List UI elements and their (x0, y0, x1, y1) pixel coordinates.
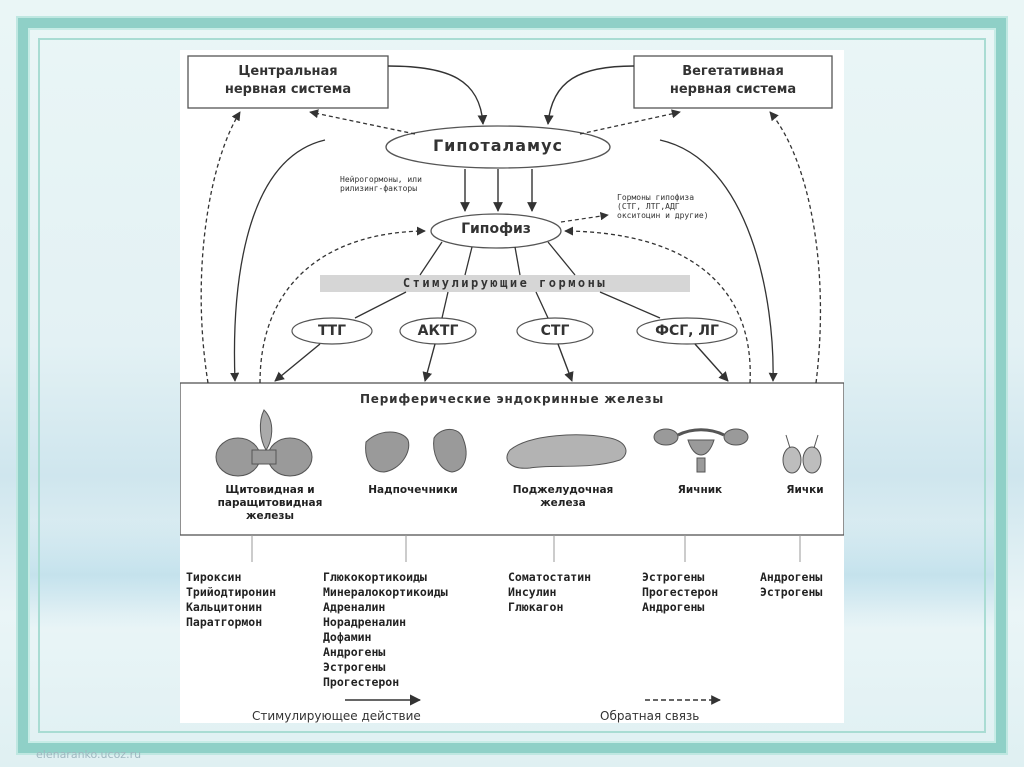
hormone-item: Паратгормон (186, 615, 263, 629)
cns-box (187, 55, 389, 109)
gland-label-thyroid: Щитовидная и паращитовидная железы (217, 484, 323, 522)
hormone-item: Соматостатин (508, 570, 592, 584)
hormone-item: Инсулин (508, 585, 557, 599)
ans-box (633, 55, 833, 109)
hormone-item: Эстрогены (323, 660, 386, 674)
hormone-item: Дофамин (323, 630, 372, 644)
adrenal-icon (365, 429, 467, 473)
hypothalamus-oval (385, 125, 611, 169)
hormone-item: Андрогены (642, 600, 705, 614)
hormone-item: Эстрогены (642, 570, 705, 584)
pancreas-icon (506, 434, 627, 469)
tropic-ttg: ТТГ (317, 323, 347, 339)
pituitary-hormones-note: Гормоны гипофиза (СТГ, ЛТГ,АДГ окситоцин… (617, 193, 709, 220)
hormone-item: Андрогены (323, 645, 386, 659)
tropic-fsg-lg: ФСГ, ЛГ (655, 323, 719, 339)
hormone-item: Глюкагон (508, 600, 564, 614)
hormones-ovary: Эстрогены Прогестерон Андрогены (642, 570, 718, 615)
hormones-pancreas: Соматостатин Инсулин Глюкагон (508, 570, 591, 615)
hormones-thyroid: Тироксин Трийодтиронин Кальцитонин Парат… (186, 570, 276, 630)
legend-feedback-label: Обратная связь (600, 709, 700, 723)
legend-stimulating-label: Стимулирующее действие (252, 709, 421, 723)
ovary-icon (653, 428, 749, 473)
slide-frame (18, 18, 1006, 753)
thyroid-icon (215, 409, 313, 477)
hormone-item: Норадреналин (323, 615, 407, 629)
hormone-item: Адреналин (323, 600, 386, 614)
ans-label: Вегетативная нервная система (669, 64, 797, 97)
hormone-item: Прогестерон (642, 585, 719, 599)
hormone-item: Минералокортикоиды (323, 585, 448, 599)
gland-label-ovary: Яичник (677, 484, 723, 496)
tropic-aktg: АКТГ (417, 323, 459, 339)
hormone-item: Эстрогены (760, 585, 823, 599)
hormone-item: Глюкокортикоиды (323, 570, 427, 584)
endocrine-diagram: Центральная нервная система Вегетативная… (180, 50, 844, 723)
hormones-testes: Андрогены Эстрогены (760, 570, 822, 600)
gland-label-testes: Яички (786, 484, 824, 496)
neurohormones-note: Нейрогормоны, или рилизинг-факторы (340, 175, 422, 193)
hormone-item: Тироксин (186, 570, 242, 584)
stimulating-bar (320, 275, 690, 292)
pituitary-label: Гипофиз (461, 221, 531, 237)
hormone-item: Кальцитонин (186, 600, 263, 614)
hypothalamus-label: Гипоталамус (432, 136, 564, 155)
gland-label-adrenal: Надпочечники (368, 484, 458, 496)
diagram-lines (180, 55, 844, 706)
hormone-item: Андрогены (760, 570, 823, 584)
pituitary-oval (430, 213, 562, 249)
testes-icon (782, 434, 822, 474)
tropic-stg: СТГ (540, 323, 570, 339)
peripheral-glands-title: Периферические эндокринные железы (359, 392, 665, 406)
cns-label: Центральная нервная система (224, 64, 352, 97)
gland-label-pancreas: Поджелудочная железа (512, 484, 614, 509)
stimulating-hormones-label: Стимулирующие гормоны (402, 276, 608, 290)
hormones-adrenal: Глюкокортикоиды Минералокортикоиды Адрен… (323, 570, 448, 690)
hormone-item: Прогестерон (323, 675, 400, 689)
watermark: elenaranko.ucoz.ru (36, 748, 142, 761)
hormone-item: Трийодтиронин (186, 585, 277, 599)
